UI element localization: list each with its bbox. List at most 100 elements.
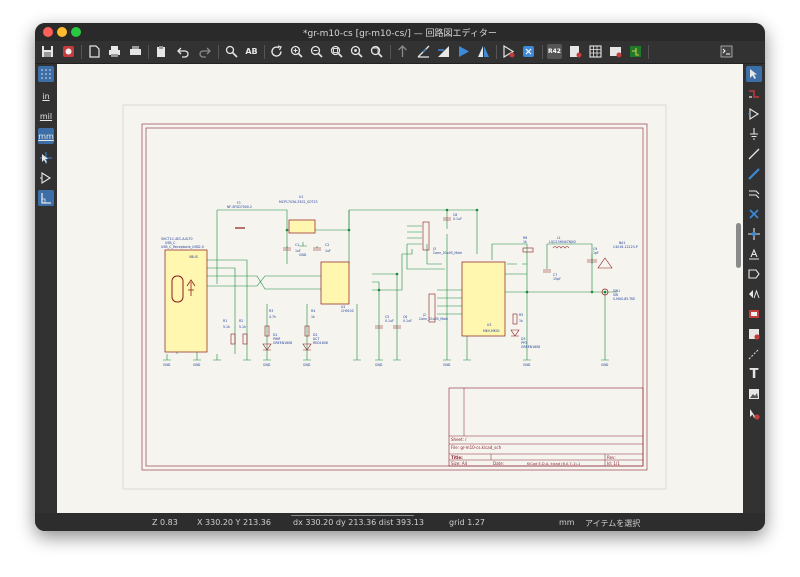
cap-c2-ref: C2 bbox=[325, 243, 329, 247]
save-icon[interactable] bbox=[40, 44, 55, 59]
led-d3-ref: D3 bbox=[521, 337, 525, 341]
footprint-icon[interactable] bbox=[608, 44, 623, 59]
resistor-r1-ref: R1 bbox=[223, 319, 227, 323]
vbus-label: VBUS bbox=[189, 255, 198, 259]
symbol-editor-icon[interactable] bbox=[501, 44, 516, 59]
add-power-icon[interactable] bbox=[746, 126, 762, 142]
mcu-symbol[interactable] bbox=[461, 261, 506, 337]
select-icon[interactable] bbox=[746, 66, 762, 82]
window-title: *gr-m10-cs [gr-m10-cs/] — 回路図エディター bbox=[303, 29, 497, 39]
regulator-symbol[interactable] bbox=[288, 219, 316, 234]
unit-mm-button[interactable]: mm bbox=[38, 128, 54, 144]
add-wire-icon[interactable] bbox=[746, 146, 762, 162]
conn-j2-ref: J2 bbox=[422, 313, 426, 317]
python-icon[interactable] bbox=[719, 44, 734, 59]
new-page-icon[interactable] bbox=[86, 44, 101, 59]
zoom-area-icon[interactable] bbox=[369, 44, 384, 59]
cap-c8-ref: C8 bbox=[453, 213, 457, 217]
find-replace-icon[interactable]: AB bbox=[245, 47, 258, 56]
zoom-selection-icon[interactable] bbox=[349, 44, 364, 59]
hidden-pins-icon[interactable] bbox=[38, 170, 54, 186]
netlist-icon[interactable] bbox=[588, 44, 603, 59]
angle-icon[interactable] bbox=[38, 190, 54, 206]
find-icon[interactable] bbox=[224, 44, 239, 59]
add-sheet-icon[interactable] bbox=[746, 306, 762, 322]
add-junction-icon[interactable] bbox=[746, 226, 762, 242]
library-icon[interactable] bbox=[521, 44, 536, 59]
usb-connector-symbol[interactable] bbox=[164, 249, 208, 353]
add-hier-label-icon[interactable] bbox=[746, 286, 762, 302]
resistor-r6-value: 1k bbox=[523, 240, 527, 244]
annotate-r42-icon[interactable]: R42 bbox=[547, 44, 562, 59]
led-d1-label: PWR bbox=[273, 337, 281, 341]
navigate-up-icon[interactable] bbox=[395, 44, 410, 59]
cap-c1-value: 1uF bbox=[295, 249, 301, 253]
status-grid: grid 1.27 bbox=[449, 518, 486, 527]
usb-label-3: USB_C_Receptacle_USB2.0 bbox=[161, 245, 204, 249]
antenna-ref: BA1 bbox=[619, 241, 625, 245]
add-graphic-line-icon[interactable] bbox=[746, 346, 762, 362]
refresh-icon[interactable] bbox=[269, 44, 284, 59]
add-bus-icon[interactable] bbox=[746, 166, 762, 182]
sheet-icon[interactable] bbox=[416, 44, 431, 59]
add-label-icon[interactable] bbox=[746, 246, 762, 262]
conn-j3-ref: J3 bbox=[432, 247, 436, 251]
schematic-canvas[interactable]: SHCT1C-4EC-A-B-T0 USB_C USB_C_Receptacle… bbox=[57, 64, 743, 513]
fuse-ref: F1 bbox=[237, 201, 241, 205]
erc-icon[interactable] bbox=[456, 44, 471, 59]
add-bus-entry-icon[interactable] bbox=[746, 186, 762, 202]
led-d2-label: ACT bbox=[313, 337, 319, 341]
schematic-drawing: SHCT1C-4EC-A-B-T0 USB_C USB_C_Receptacle… bbox=[122, 104, 667, 490]
zoom-in-icon[interactable] bbox=[289, 44, 304, 59]
plot-icon[interactable] bbox=[128, 44, 143, 59]
print-icon[interactable] bbox=[107, 44, 122, 59]
add-symbol-icon[interactable] bbox=[746, 106, 762, 122]
usb-uart-symbol[interactable] bbox=[320, 261, 350, 305]
grid-icon[interactable] bbox=[38, 66, 54, 82]
cap-c5-value: 0.1uF bbox=[385, 319, 394, 323]
annotate-r42-label: R42 bbox=[548, 48, 561, 55]
add-global-label-icon[interactable] bbox=[746, 266, 762, 282]
paste-icon[interactable] bbox=[153, 44, 168, 59]
zoom-window-icon[interactable] bbox=[71, 27, 81, 37]
delete-icon[interactable] bbox=[746, 406, 762, 422]
vertical-scrollbar[interactable] bbox=[736, 223, 741, 268]
gnd-label-7: GND bbox=[523, 363, 531, 367]
close-window-icon[interactable] bbox=[43, 27, 53, 37]
settings-icon[interactable] bbox=[61, 44, 76, 59]
cap-c7-ref: C7 bbox=[553, 273, 557, 277]
zoom-out-icon[interactable] bbox=[309, 44, 324, 59]
usb-uart-value: CH9102 bbox=[341, 309, 354, 313]
annotate-icon[interactable] bbox=[436, 44, 451, 59]
zoom-fit-icon[interactable] bbox=[329, 44, 344, 59]
inductor-value: LQG15HN47NJ02 bbox=[549, 240, 576, 244]
highlight-net-icon[interactable] bbox=[746, 86, 762, 102]
conn-j3-value: Conn_01x05_Male bbox=[433, 251, 462, 255]
mirror-icon[interactable] bbox=[476, 44, 491, 59]
switch-value: S-MAS-85-TKE bbox=[613, 297, 635, 301]
cap-c9-ref: C9 bbox=[593, 247, 597, 251]
app-window: *gr-m10-cs [gr-m10-cs/] — 回路図エディター AB R4 bbox=[35, 23, 765, 531]
switch-ref: SW1 bbox=[613, 289, 620, 293]
gnd-label-4: GND bbox=[303, 363, 311, 367]
regulator-value: MCP1703A-3302_SOT23 bbox=[279, 200, 318, 204]
bom-icon[interactable] bbox=[568, 44, 583, 59]
import-sheet-pin-icon[interactable] bbox=[746, 326, 762, 342]
status-zoom: Z 0.83 bbox=[152, 518, 178, 527]
add-text-icon[interactable]: T bbox=[749, 366, 759, 382]
add-image-icon[interactable] bbox=[746, 386, 762, 402]
regulator-ref: U1 bbox=[299, 195, 303, 199]
led-d3-value: GREEN1608 bbox=[521, 345, 540, 349]
minimize-window-icon[interactable] bbox=[57, 27, 67, 37]
unit-mils-button[interactable]: mil bbox=[39, 111, 53, 121]
unit-inches-button[interactable]: in bbox=[42, 91, 50, 101]
pcb-icon[interactable] bbox=[628, 44, 643, 59]
title-kicad: KiCad E.D.A. kicad (6.0.7-1)-1 bbox=[527, 462, 580, 466]
status-mode: アイテムを選択 bbox=[585, 519, 641, 528]
no-connect-icon[interactable] bbox=[746, 206, 762, 222]
undo-icon[interactable] bbox=[176, 44, 191, 59]
redo-icon[interactable] bbox=[197, 44, 212, 59]
resistor-r5-ref: R5 bbox=[519, 313, 523, 317]
gnd-label-6: GND bbox=[443, 363, 451, 367]
full-cursor-icon[interactable] bbox=[38, 150, 54, 166]
